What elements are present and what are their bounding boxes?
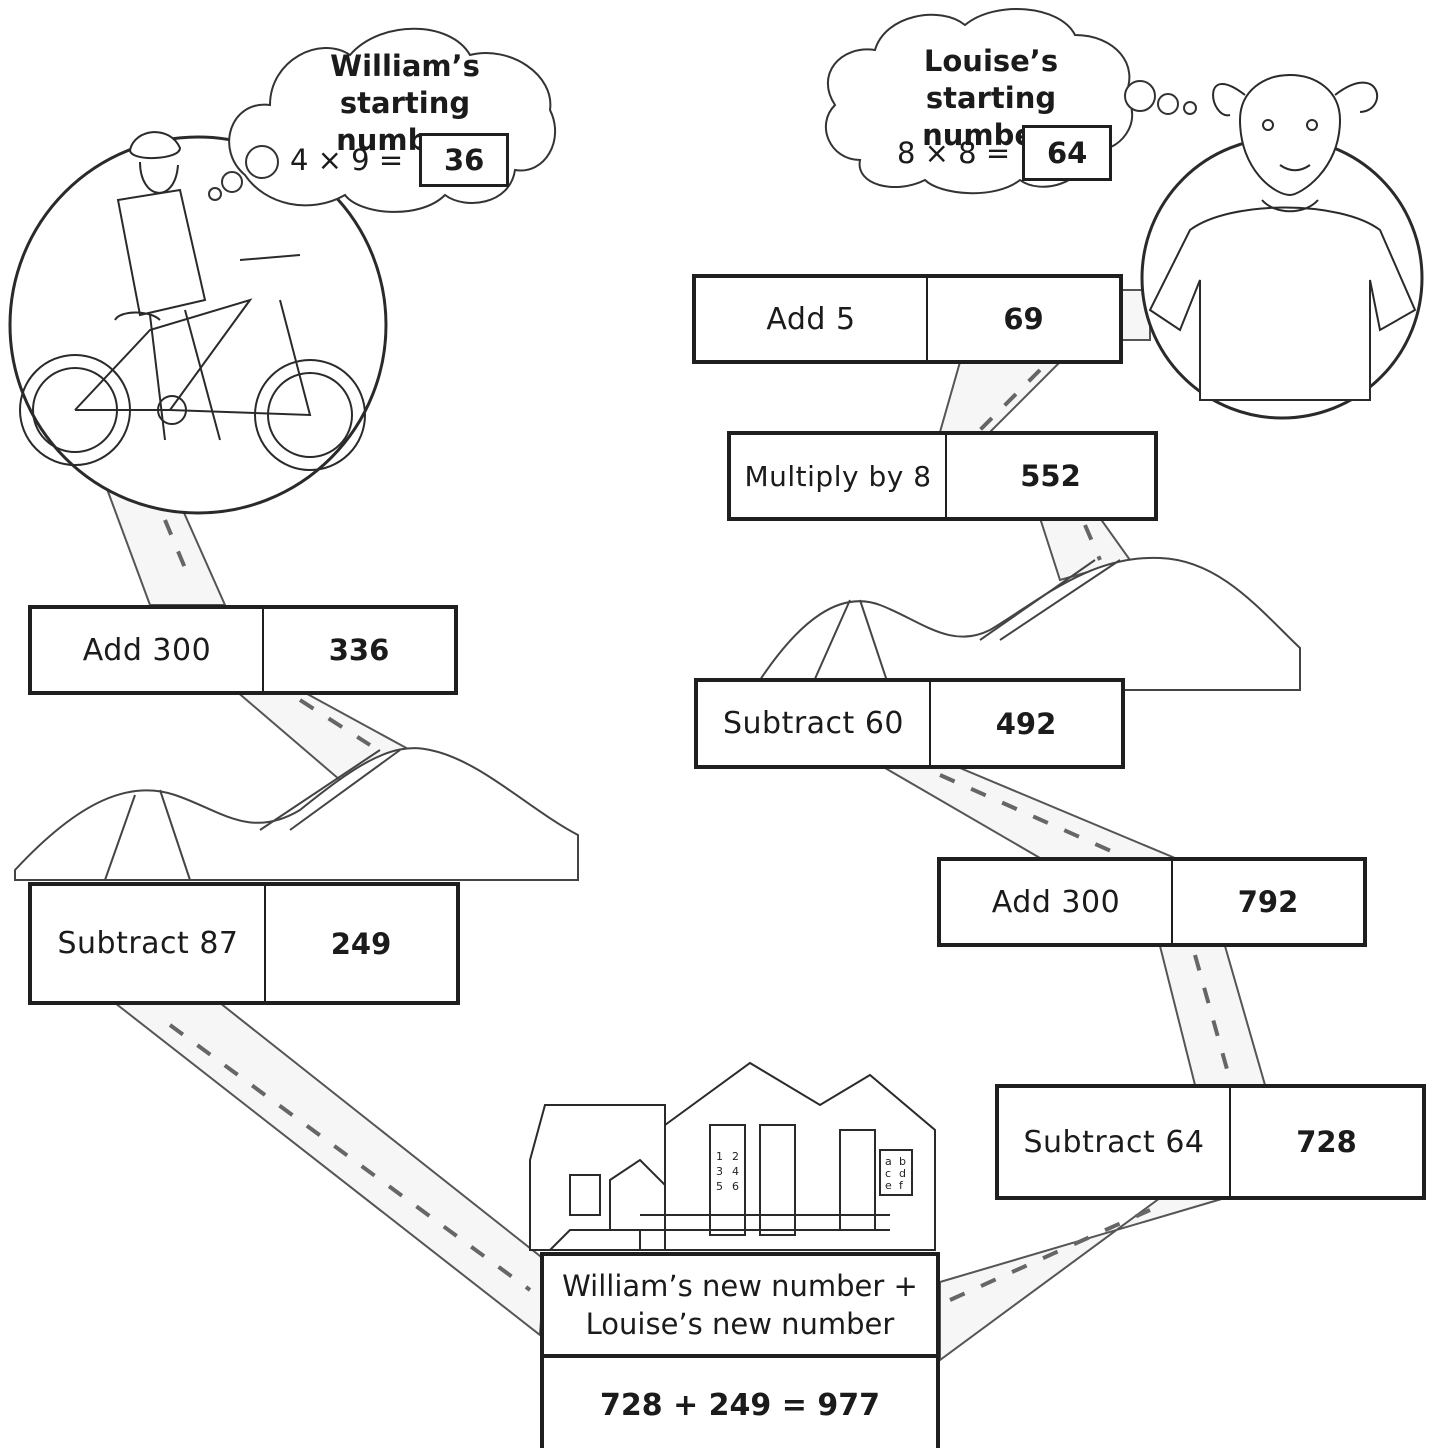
window-letter-label: c: [885, 1167, 891, 1180]
window-number-label: 1: [716, 1150, 723, 1163]
william-step-subtract-87: Subtract 87 249: [28, 882, 460, 1005]
window-number-label: 6: [732, 1180, 739, 1193]
school-window-labels: 1 2 3 4 5 6 a b c d e f: [716, 1150, 906, 1193]
step-operation: Add 300: [32, 609, 264, 691]
step-result: 249: [330, 926, 392, 961]
step-result: 728: [1296, 1125, 1357, 1159]
window-letter-label: a: [885, 1155, 892, 1168]
window-number-label: 2: [732, 1150, 739, 1163]
louise-answer-box: 64: [1022, 125, 1113, 181]
step-operation: Subtract 64: [999, 1088, 1231, 1196]
hills: [14, 556, 1301, 881]
william-answer-box: 36: [419, 133, 510, 187]
louise-step-add-5: Add 5 69: [692, 274, 1123, 364]
louise-step-add-300: Add 300 792: [937, 857, 1367, 947]
louise-calc-expression: 8 × 8 =: [897, 136, 1011, 170]
window-number-label: 4: [732, 1165, 739, 1178]
step-operation: Subtract 87: [32, 886, 266, 1001]
road-dashes: [163, 368, 1232, 1302]
step-result: 336: [328, 633, 390, 667]
louise-calculation: 8 × 8 = 64: [897, 125, 1113, 181]
step-result: 492: [995, 706, 1057, 741]
william-title-line1: William’s: [330, 49, 480, 83]
louise-step-subtract-60: Subtract 60 492: [694, 678, 1125, 769]
window-letter-label: d: [899, 1167, 906, 1180]
william-calc-expression: 4 × 9 =: [290, 143, 404, 177]
step-operation: Add 300: [941, 861, 1173, 943]
window-letter-label: b: [899, 1155, 906, 1168]
step-operation: Subtract 60: [698, 682, 931, 765]
louise-portrait: [1140, 74, 1424, 420]
louise-step-multiply-8: Multiply by 8 552: [727, 431, 1158, 521]
step-result: 552: [1020, 459, 1081, 493]
window-number-label: 5: [716, 1180, 723, 1193]
louise-title-line1: Louise’s: [923, 44, 1059, 78]
final-line-2: Louise’s new number: [585, 1307, 895, 1341]
step-result: 69: [1003, 302, 1044, 336]
school-building: [529, 1061, 936, 1251]
william-step-add-300: Add 300 336: [28, 605, 458, 695]
louise-step-subtract-64: Subtract 64 728: [995, 1084, 1426, 1200]
final-sum-prompt: William’s new number + Louise’s new numb…: [544, 1256, 936, 1358]
final-sum-box: William’s new number + Louise’s new numb…: [540, 1252, 940, 1448]
final-sum-result: 728 + 249 = 977: [600, 1387, 880, 1423]
final-line-1: William’s new number +: [562, 1269, 918, 1303]
window-letter-label: f: [899, 1179, 904, 1192]
window-letter-label: e: [885, 1179, 892, 1192]
william-calculation: 4 × 9 = 36: [290, 133, 510, 187]
step-result: 792: [1237, 885, 1299, 919]
step-operation: Add 5: [696, 278, 928, 360]
window-number-label: 3: [716, 1165, 723, 1178]
william-portrait: [8, 131, 388, 515]
step-operation: Multiply by 8: [731, 435, 947, 517]
